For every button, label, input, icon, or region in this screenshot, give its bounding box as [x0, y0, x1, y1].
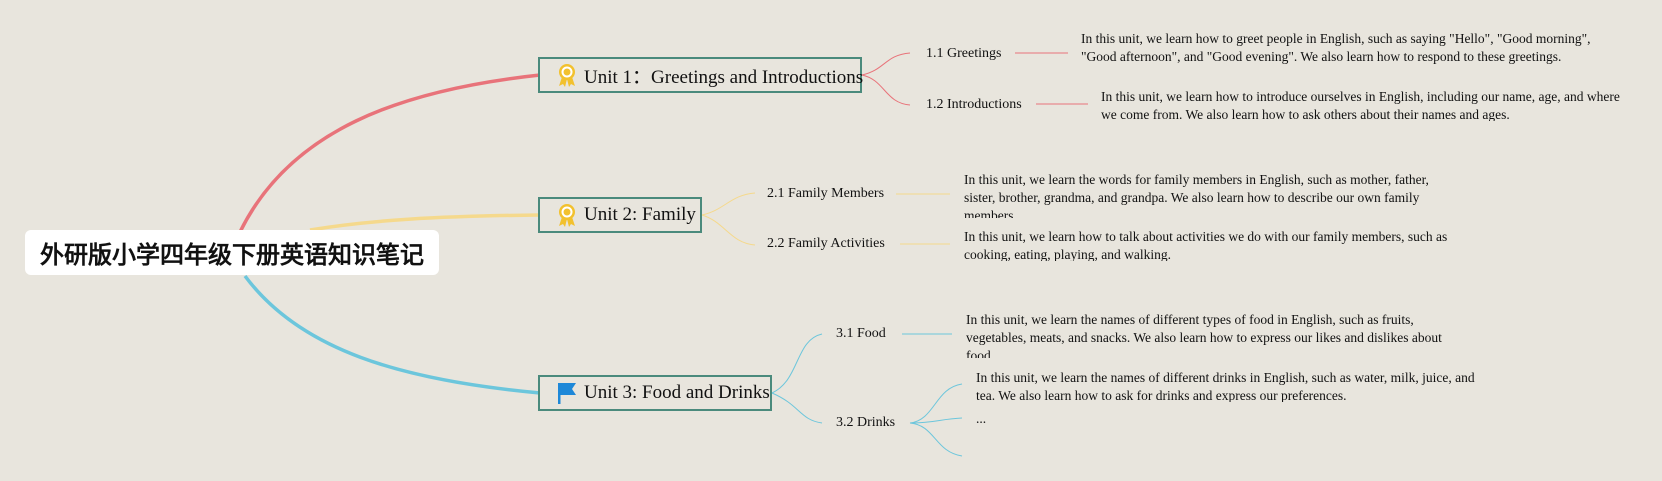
subtopic-3-2[interactable]: 3.2 Drinks: [836, 415, 896, 430]
drinks-child-2: ...: [976, 411, 987, 426]
subtopic-2-2[interactable]: 2.2 Family Activities: [767, 236, 885, 251]
unit1-topic[interactable]: Unit 1：Greetings and Introductions: [538, 57, 864, 93]
root-to-unit1-line: [238, 73, 541, 233]
unit1-to-sub1-line: [861, 52, 911, 76]
unit2-title: Unit 2: Family: [584, 204, 696, 225]
drinks-to-child1-line: [909, 383, 963, 424]
desc-1-2: In this unit, we learn how to introduce …: [1101, 89, 1620, 121]
unit3-title: Unit 3: Food and Drinks: [584, 382, 770, 403]
award-ribbon-icon: [556, 63, 578, 87]
desc-1-1: In this unit, we learn how to greet peop…: [1081, 31, 1591, 64]
desc-3-1: In this unit, we learn the names of diff…: [966, 312, 1442, 358]
drinks-child-3: [976, 447, 1036, 465]
unit1-title: Unit 1：Greetings and Introductions: [584, 66, 864, 88]
desc-2-1: In this unit, we learn the words for fam…: [964, 172, 1429, 218]
unit3-topic[interactable]: Unit 3: Food and Drinks: [538, 375, 772, 411]
award-ribbon-icon: [556, 203, 578, 227]
root-to-unit2-line: [309, 213, 541, 232]
drinks-to-child3-line: [909, 422, 963, 457]
subtopic-2-1[interactable]: 2.1 Family Members: [767, 186, 885, 201]
root-to-unit3-line: [243, 274, 541, 395]
subtopic-1-1[interactable]: 1.1 Greetings: [926, 46, 1002, 61]
subtopic-3-1[interactable]: 3.1 Food: [836, 326, 886, 341]
unit3-to-sub2-line: [771, 392, 823, 424]
unit3-to-sub1-line: [771, 333, 823, 394]
drinks-to-child2-line: [909, 417, 963, 424]
unit2-topic[interactable]: Unit 2: Family: [538, 197, 702, 233]
subtopic-1-2[interactable]: 1.2 Introductions: [926, 97, 1022, 112]
unit2-to-sub2-line: [701, 214, 756, 246]
drinks-child-1: In this unit, we learn the names of diff…: [976, 370, 1475, 402]
desc-2-2: In this unit, we learn how to talk about…: [964, 229, 1448, 261]
root-title: 外研版小学四年级下册英语知识笔记: [40, 241, 424, 269]
unit2-to-sub1-line: [701, 192, 756, 216]
root-topic[interactable]: 外研版小学四年级下册英语知识笔记: [25, 230, 439, 275]
flag-icon: [556, 381, 578, 405]
unit1-to-sub2-line: [861, 74, 911, 106]
